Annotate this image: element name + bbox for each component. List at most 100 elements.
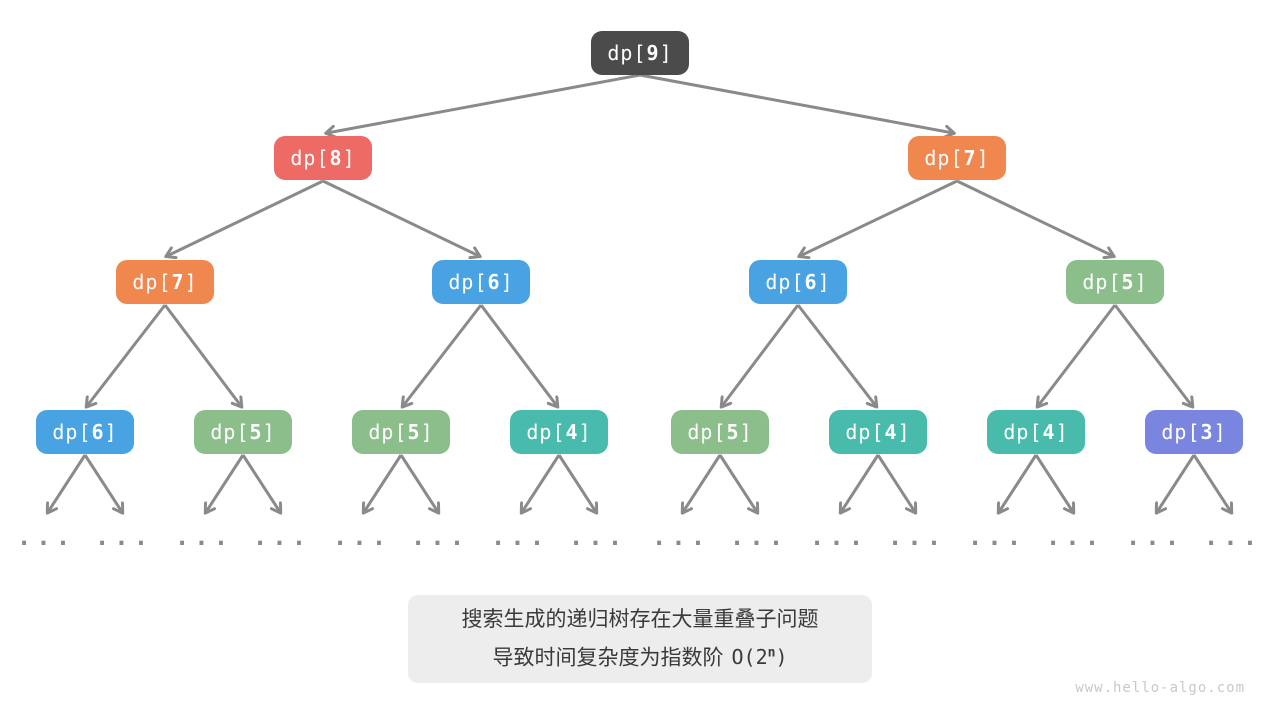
node-label-prefix: dp[ — [132, 270, 172, 294]
node-label-suffix: ] — [739, 420, 753, 444]
edge-l4-dots — [876, 454, 915, 512]
edge-l4-dots — [841, 454, 880, 512]
edge-l4-dots — [683, 454, 722, 512]
ellipsis: ... — [651, 523, 711, 551]
tree-node-dp7: dp[7] — [908, 136, 1006, 180]
ellipsis: ... — [568, 523, 628, 551]
node-value: 5 — [726, 420, 740, 444]
node-value: 4 — [565, 420, 579, 444]
edge-l4-dots — [399, 454, 438, 512]
edge-dp9-dp8 — [327, 73, 641, 133]
edge-l4-dots — [206, 454, 245, 512]
ellipsis: ... — [1125, 523, 1185, 551]
node-label-prefix: dp[ — [765, 270, 805, 294]
edge-l4-dots — [1192, 454, 1231, 512]
ellipsis: ... — [809, 523, 869, 551]
edge-l4-dots — [1157, 454, 1196, 512]
ellipsis: ... — [332, 523, 392, 551]
tree-node-dp5: dp[5] — [352, 410, 450, 454]
node-label-prefix: dp[ — [607, 41, 647, 65]
edge-l3-l4 — [403, 304, 483, 406]
node-value: 4 — [884, 420, 898, 444]
node-value: 6 — [91, 420, 105, 444]
node-label-suffix: ] — [104, 420, 118, 444]
edge-l3-l4 — [479, 304, 557, 406]
edge-l4-dots — [999, 454, 1038, 512]
edge-l4-dots — [557, 454, 596, 512]
node-label-suffix: ] — [897, 420, 911, 444]
ellipsis: ... — [252, 523, 312, 551]
ellipsis: ... — [410, 523, 470, 551]
node-value: 5 — [249, 420, 263, 444]
edge-l4-dots — [718, 454, 757, 512]
edge-l4-dots — [83, 454, 122, 512]
edge-l3-l4 — [1038, 304, 1117, 406]
node-label-prefix: dp[ — [687, 420, 727, 444]
node-label-suffix: ] — [342, 146, 356, 170]
node-value: 5 — [1121, 270, 1135, 294]
node-value: 9 — [646, 41, 660, 65]
edge-l3-l4 — [722, 304, 800, 406]
tree-node-dp3: dp[3] — [1145, 410, 1243, 454]
tree-node-dp6: dp[6] — [432, 260, 530, 304]
tree-node-dp4: dp[4] — [987, 410, 1085, 454]
edge-l3-l4 — [163, 304, 241, 406]
ellipsis: ... — [729, 523, 789, 551]
tree-node-dp9: dp[9] — [591, 31, 689, 75]
node-label-suffix: ] — [1055, 420, 1069, 444]
ellipsis: ... — [1203, 523, 1263, 551]
node-value: 4 — [1042, 420, 1056, 444]
node-label-suffix: ] — [659, 41, 673, 65]
node-value: 7 — [963, 146, 977, 170]
node-label-suffix: ] — [184, 270, 198, 294]
caption-box: 搜索生成的递归树存在大量重叠子问题 导致时间复杂度为指数阶 O(2n) — [408, 595, 872, 683]
node-label-suffix: ] — [262, 420, 276, 444]
edge-l4-dots — [364, 454, 403, 512]
edge-l4-dots — [241, 454, 280, 512]
ellipsis: ... — [94, 523, 154, 551]
caption-line2-text: 导致时间复杂度为指数阶 — [492, 646, 724, 670]
tree-node-dp7: dp[7] — [116, 260, 214, 304]
node-label-prefix: dp[ — [845, 420, 885, 444]
ellipsis: ... — [490, 523, 550, 551]
tree-node-dp5: dp[5] — [671, 410, 769, 454]
formula-suffix: ) — [775, 645, 788, 670]
tree-node-dp4: dp[4] — [829, 410, 927, 454]
watermark: www.hello-algo.com — [1075, 680, 1245, 696]
node-label-suffix: ] — [1134, 270, 1148, 294]
tree-node-dp6: dp[6] — [749, 260, 847, 304]
node-label-prefix: dp[ — [210, 420, 250, 444]
edge-l3-l4 — [87, 304, 167, 406]
node-label-suffix: ] — [420, 420, 434, 444]
node-label-prefix: dp[ — [526, 420, 566, 444]
node-label-suffix: ] — [817, 270, 831, 294]
ellipsis: ... — [16, 523, 76, 551]
edge-dp8-dp6 — [322, 179, 479, 256]
caption-line1: 搜索生成的递归树存在大量重叠子问题 — [461, 607, 819, 631]
edge-l4-dots — [48, 454, 87, 512]
edge-l4-dots — [522, 454, 561, 512]
node-label-prefix: dp[ — [290, 146, 330, 170]
node-label-prefix: dp[ — [1082, 270, 1122, 294]
edge-dp9-dp7 — [639, 73, 953, 133]
node-value: 5 — [407, 420, 421, 444]
node-label-suffix: ] — [1213, 420, 1227, 444]
node-label-suffix: ] — [976, 146, 990, 170]
node-label-prefix: dp[ — [1161, 420, 1201, 444]
node-value: 3 — [1200, 420, 1214, 444]
edge-l4-dots — [1034, 454, 1073, 512]
edge-dp8-dp7 — [167, 179, 324, 256]
edge-dp7-dp5 — [956, 179, 1113, 256]
node-label-prefix: dp[ — [924, 146, 964, 170]
complexity-formula: O(2n) — [732, 645, 788, 669]
node-label-suffix: ] — [578, 420, 592, 444]
ellipsis: ... — [887, 523, 947, 551]
node-value: 8 — [329, 146, 343, 170]
tree-node-dp5: dp[5] — [194, 410, 292, 454]
caption-line2: 导致时间复杂度为指数阶 O(2n) — [493, 637, 788, 676]
ellipsis: ... — [1045, 523, 1105, 551]
node-label-suffix: ] — [500, 270, 514, 294]
node-label-prefix: dp[ — [1003, 420, 1043, 444]
